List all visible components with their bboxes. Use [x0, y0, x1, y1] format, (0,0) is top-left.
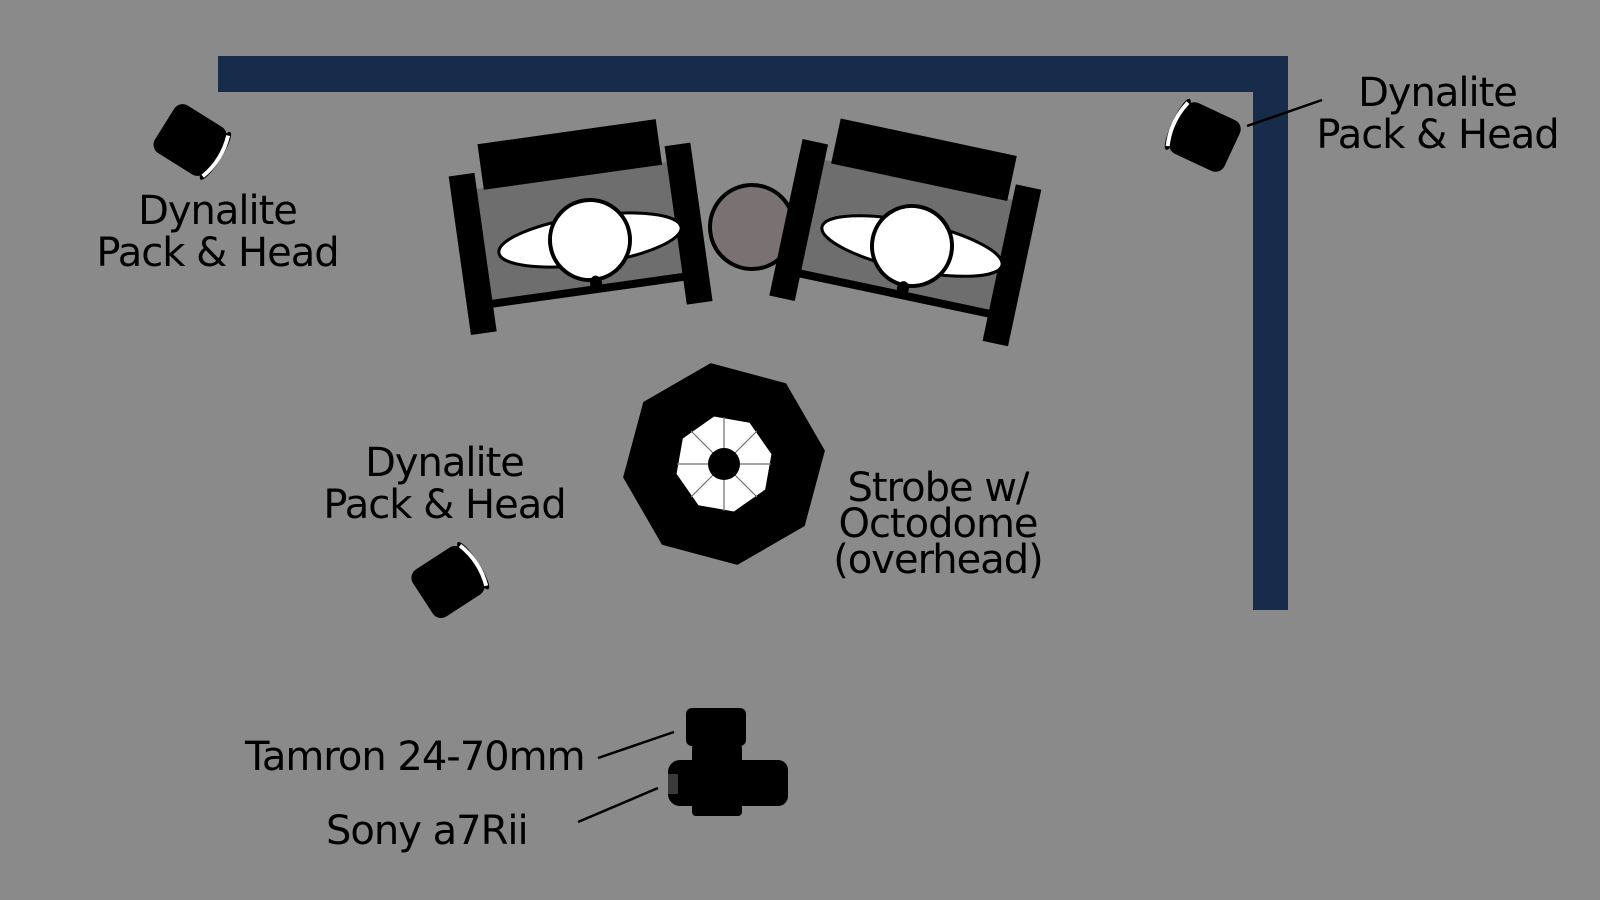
strobe-label-line-2: Octodome [838, 501, 1038, 547]
backdrop-wall-top [218, 56, 1288, 92]
light-label-line-1: Dynalite [365, 440, 525, 486]
octodome-softbox-icon [623, 363, 825, 565]
light-label-mid-left: Dynalite Pack & Head [322, 442, 567, 526]
light-label-line-1: Dynalite [1358, 70, 1518, 116]
light-label-line-2: Pack & Head [323, 482, 566, 528]
camera-icon [668, 708, 788, 816]
light-label-top-right: Dynalite Pack & Head [1315, 72, 1560, 156]
strobe-label-line-1: Strobe w/ [847, 465, 1029, 511]
light-head-icon [411, 541, 490, 618]
light-head-icon [1164, 98, 1241, 172]
light-head-icon [153, 104, 232, 180]
person-topdown-icon [497, 198, 683, 292]
light-label-line-2: Pack & Head [1316, 112, 1559, 158]
camera-label: Sony a7Rii [326, 808, 529, 854]
strobe-label: Strobe w/ Octodome (overhead) [828, 465, 1048, 583]
leader-line-lens [597, 730, 675, 760]
leader-line-top-right [1246, 98, 1323, 128]
light-label-top-left: Dynalite Pack & Head [95, 190, 340, 274]
leader-line-camera [577, 786, 659, 824]
light-label-line-2: Pack & Head [96, 230, 339, 276]
backdrop-wall-right [1253, 56, 1288, 610]
lens-label: Tamron 24-70mm [245, 734, 586, 780]
backdrop-wall [218, 56, 1288, 610]
person-topdown-icon [820, 204, 1004, 297]
strobe-label-line-3: (overhead) [833, 537, 1044, 583]
light-label-line-1: Dynalite [138, 188, 298, 234]
